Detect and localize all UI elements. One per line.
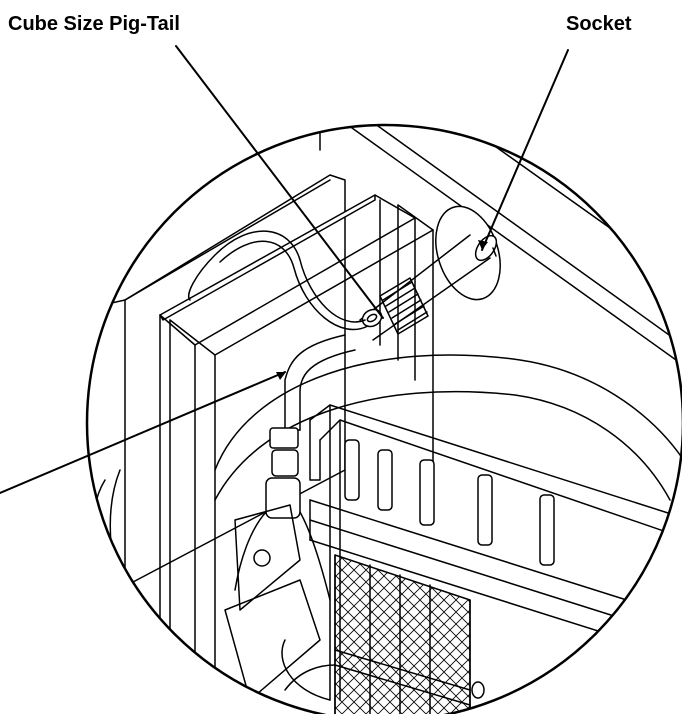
magnifier-circle bbox=[87, 125, 682, 714]
bent-probe-tube bbox=[235, 335, 355, 600]
socket-leader-arrowhead bbox=[478, 240, 488, 250]
magnified-view bbox=[0, 46, 682, 714]
probe-rack bbox=[310, 405, 682, 700]
pig-tail-coil bbox=[359, 278, 428, 334]
socket-label: Socket bbox=[566, 13, 632, 35]
socket-leader-line bbox=[482, 50, 568, 250]
evaporator-grid bbox=[285, 555, 484, 714]
left-housing-block bbox=[80, 175, 345, 714]
pig-tail-leader-line bbox=[176, 46, 383, 318]
pig-tail-wire bbox=[189, 231, 368, 329]
probe-leader-line bbox=[0, 372, 285, 493]
cube-size-pig-tail-label: Cube Size Pig-Tail bbox=[8, 13, 180, 35]
probe-leader-arrowhead bbox=[276, 372, 286, 380]
mounting-plate bbox=[225, 505, 330, 700]
socket-tube bbox=[360, 198, 511, 340]
